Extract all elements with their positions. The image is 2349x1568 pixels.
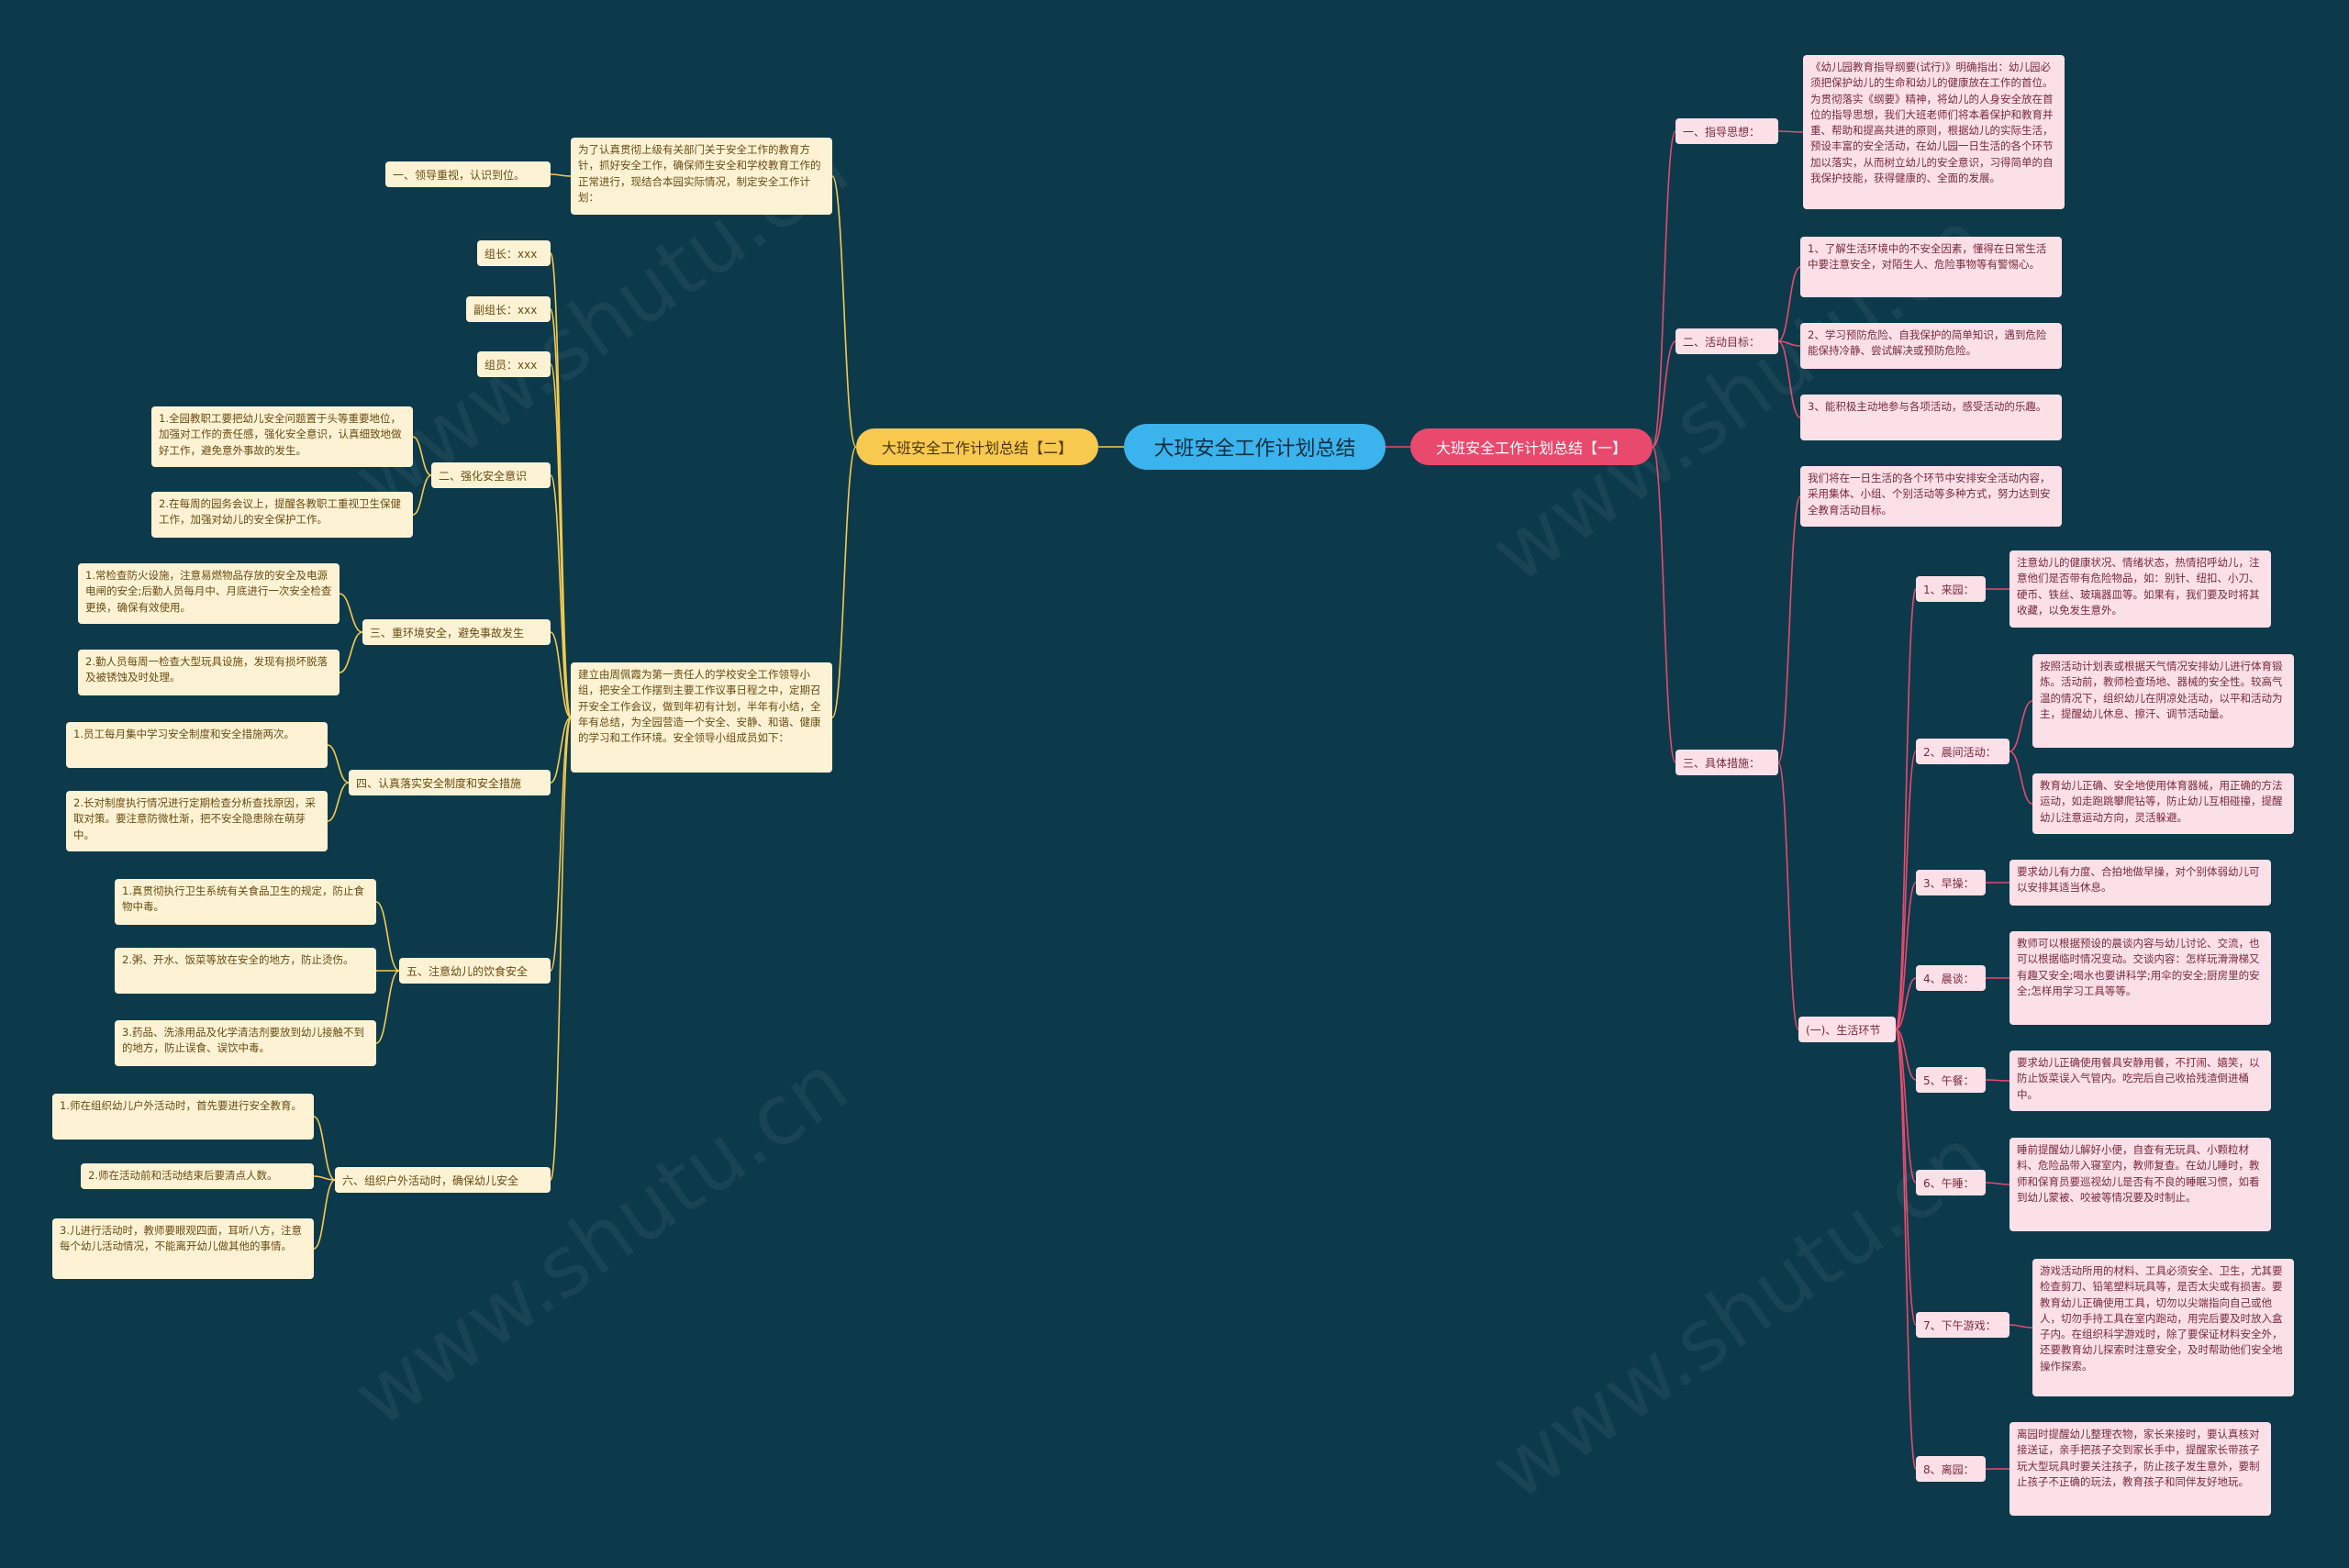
watermark: www.shutu.cn bbox=[336, 1035, 865, 1447]
section-5-label[interactable]: 五、注意幼儿的饮食安全 bbox=[399, 958, 551, 984]
connector-Ls4 bbox=[550, 717, 572, 784]
connector-Rl2 bbox=[1895, 751, 1917, 1030]
section-3-label[interactable]: 三、重环境安全，避免事故发生 bbox=[362, 619, 551, 645]
connector-Ls5c bbox=[375, 970, 400, 1044]
measures-intro[interactable]: 我们将在一日生活的各个环节中安排安全活动内容，采用集体、小组、个别活动等多种方式… bbox=[1800, 466, 2062, 527]
connector-Rl8 bbox=[1895, 1029, 1917, 1470]
connector-Rg3a bbox=[1777, 495, 1801, 763]
left-group-card[interactable]: 建立由周佩霞为第一责任人的学校安全工作领导小组，把安全工作摆到主要工作议事日程之… bbox=[571, 662, 832, 773]
guide-label[interactable]: 一、指导思想： bbox=[1675, 118, 1778, 144]
connector-Ls5 bbox=[550, 717, 572, 972]
connector-Ls5a bbox=[375, 901, 400, 972]
step-6-text[interactable]: 睡前提醒幼儿解好小便，自查有无玩具、小颗粒材料、危险品带入寝室内，教师复查。在幼… bbox=[2009, 1138, 2271, 1231]
connector-Rl6a bbox=[1985, 1182, 2010, 1185]
step-4-text[interactable]: 教师可以根据预设的晨谈内容与幼儿讨论、交流，也可以根据临时情况变动。交谈内容：怎… bbox=[2009, 931, 2271, 1025]
left-intro-card[interactable]: 为了认真贯彻上级有关部门关于安全工作的教育方针，抓好安全工作，确保师生安全和学校… bbox=[571, 138, 832, 215]
left-item-1-label[interactable]: 一、领导重视，认识到位。 bbox=[385, 161, 551, 187]
step-5-label[interactable]: 5、午餐： bbox=[1916, 1067, 1986, 1093]
connector-Ls6a bbox=[313, 1116, 336, 1181]
step-7-text[interactable]: 游戏活动所用的材料、工具必须安全、卫生，尤其要检查剪刀、铅笔塑料玩具等，是否太尖… bbox=[2032, 1259, 2294, 1396]
connector-Lgroup bbox=[831, 446, 857, 718]
step-4-label[interactable]: 4、晨谈： bbox=[1916, 965, 1986, 991]
section-2-item-1[interactable]: 1.全园教职工要把幼儿安全问题置于头等重要地位，加强对工作的责任感，强化安全意识… bbox=[151, 406, 413, 467]
connector-Ls2a bbox=[412, 436, 432, 476]
section-2-item-2[interactable]: 2.在每周的园务会议上，提醒各教职工重视卫生保健工作，加强对幼儿的安全保护工作。 bbox=[151, 492, 413, 538]
connector-Ls6b bbox=[313, 1175, 336, 1181]
step-2-text-1[interactable]: 按照活动计划表或根据天气情况安排幼儿进行体育锻炼。活动前，教师检查场地、器械的安… bbox=[2032, 654, 2294, 748]
measures-label[interactable]: 三、具体措施： bbox=[1675, 750, 1778, 775]
connector-Ls4b bbox=[327, 782, 350, 822]
connector-Rg2a bbox=[1777, 266, 1801, 342]
connector-Ls3 bbox=[550, 631, 572, 718]
connector-Rl1 bbox=[1895, 588, 1917, 1030]
connector-Lintro bbox=[831, 175, 857, 448]
branch-left-title[interactable]: 大班安全工作计划总结【二】 bbox=[856, 428, 1098, 465]
connector-Lmember bbox=[550, 363, 572, 718]
connector-Ls3b bbox=[339, 631, 363, 673]
connector-Ls2 bbox=[550, 474, 572, 718]
leader-label[interactable]: 组长：xxx bbox=[477, 240, 551, 266]
step-3-text[interactable]: 要求幼儿有力度、合拍地做早操，对个别体弱幼儿可以安排其适当休息。 bbox=[2009, 860, 2271, 906]
section-5-item-2[interactable]: 2.粥、开水、饭菜等放在安全的地方，防止烫伤。 bbox=[115, 948, 376, 994]
section-6-label[interactable]: 六、组织户外活动时，确保幼儿安全 bbox=[335, 1167, 551, 1193]
goal-1[interactable]: 1、了解生活环境中的不安全因素，懂得在日常生活中要注意安全，对陌生人、危险事物等… bbox=[1800, 237, 2062, 297]
section-5-item-3[interactable]: 3.药品、洗涤用品及化学清洁剂要放到幼儿接触不到的地方，防止误食、误饮中毒。 bbox=[115, 1020, 376, 1066]
connector-Lvice bbox=[550, 308, 572, 718]
section-4-label[interactable]: 四、认真落实安全制度和安全措施 bbox=[349, 770, 551, 795]
step-8-text[interactable]: 离园时提醒幼儿整理衣物，家长来接时，要认真核对接送证，亲手把孩子交到家长手中，提… bbox=[2009, 1422, 2271, 1516]
section-6-item-3[interactable]: 3.儿进行活动时，教师要眼观四面，耳听八方，注意每个幼儿活动情况，不能离开幼儿做… bbox=[52, 1218, 314, 1279]
connector-Ls6c bbox=[313, 1179, 336, 1250]
connector-Rl6 bbox=[1895, 1029, 1917, 1184]
section-4-item-2[interactable]: 2.长对制度执行情况进行定期检查分析查找原因，采取对策。要注意防微杜渐，把不安全… bbox=[66, 791, 328, 851]
section-6-item-1[interactable]: 1.师在组织幼儿户外活动时，首先要进行安全教育。 bbox=[52, 1094, 314, 1140]
connector-Rl2b bbox=[2009, 751, 2033, 805]
goal-3[interactable]: 3、能积极主动地参与各项活动，感受活动的乐趣。 bbox=[1800, 395, 2062, 440]
connector-Rl3 bbox=[1895, 882, 1917, 1030]
connector-Ls3a bbox=[339, 593, 363, 633]
step-5-text[interactable]: 要求幼儿正确使用餐具安静用餐，不打闹、嬉笑，以防止饭菜误入气管内。吃完后自己收拾… bbox=[2009, 1051, 2271, 1111]
connector-Rl5 bbox=[1895, 1029, 1917, 1081]
connector-Rg3 bbox=[1652, 446, 1676, 763]
step-6-label[interactable]: 6、午睡： bbox=[1916, 1170, 1986, 1195]
section-2-label[interactable]: 二、强化安全意识 bbox=[431, 462, 551, 488]
connector-Rl2a bbox=[2009, 700, 2033, 752]
vice-leader-label[interactable]: 副组长：xxx bbox=[466, 296, 551, 322]
step-3-label[interactable]: 3、早操： bbox=[1916, 870, 1986, 895]
goals-label[interactable]: 二、活动目标： bbox=[1675, 328, 1778, 354]
connector-Rl7 bbox=[1895, 1029, 1917, 1326]
connector-Rg1 bbox=[1652, 130, 1676, 448]
member-label[interactable]: 组员：xxx bbox=[477, 351, 551, 377]
connector-Rg2c bbox=[1777, 340, 1801, 418]
section-3-item-2[interactable]: 2.勤人员每周一检查大型玩具设施，发现有损坏脱落及被锈蚀及时处理。 bbox=[78, 650, 340, 695]
connector-Rg2 bbox=[1652, 340, 1676, 448]
section-3-item-1[interactable]: 1.常检查防火设施，注意易燃物品存放的安全及电源电闸的安全;后勤人员每月中、月底… bbox=[78, 563, 340, 624]
guide-text[interactable]: 《幼儿园教育指导纲要(试行)》明确指出：幼儿园必须把保护幼儿的生命和幼儿的健康放… bbox=[1803, 55, 2065, 209]
connector-Ls4a bbox=[327, 744, 350, 784]
connector-Rg2b bbox=[1777, 340, 1801, 347]
connector-Rg1a bbox=[1777, 130, 1804, 133]
connector-Ls2b bbox=[412, 474, 432, 516]
section-6-item-2[interactable]: 2.师在活动前和活动结束后要清点人数。 bbox=[81, 1163, 314, 1189]
connector-Litem1 bbox=[550, 173, 572, 177]
connector-Ls6 bbox=[550, 717, 572, 1181]
section-5-item-1[interactable]: 1.真贯彻执行卫生系统有关食品卫生的规定，防止食物中毒。 bbox=[115, 879, 376, 925]
step-8-label[interactable]: 8、离园： bbox=[1916, 1456, 1986, 1482]
step-2-text-2[interactable]: 教育幼儿正确、安全地使用体育器械，用正确的方法运动，如走跑跳攀爬钻等，防止幼儿互… bbox=[2032, 773, 2294, 834]
connector-Rl4 bbox=[1895, 977, 1917, 1030]
step-2-label[interactable]: 2、晨间活动： bbox=[1916, 739, 2009, 764]
connector-Rlife bbox=[1777, 762, 1799, 1030]
life-segment-label[interactable]: (一)、生活环节 bbox=[1798, 1017, 1896, 1042]
connector-Lleader bbox=[550, 252, 572, 718]
step-1-label[interactable]: 1、来园： bbox=[1916, 576, 1986, 602]
goal-2[interactable]: 2、学习预防危险、自我保护的简单知识，遇到危险能保持冷静、尝试解决或预防危险。 bbox=[1800, 323, 2062, 369]
step-7-label[interactable]: 7、下午游戏： bbox=[1916, 1312, 2009, 1338]
connector-Rl7a bbox=[2009, 1324, 2033, 1329]
root-node[interactable]: 大班安全工作计划总结 bbox=[1124, 424, 1386, 470]
connector-Rl5a bbox=[1985, 1079, 2010, 1082]
section-4-item-1[interactable]: 1.员工每月集中学习安全制度和安全措施两次。 bbox=[66, 722, 328, 768]
branch-right-title[interactable]: 大班安全工作计划总结【一】 bbox=[1410, 428, 1653, 465]
step-1-text[interactable]: 注意幼儿的健康状况、情绪状态，热情招呼幼儿，注意他们是否带有危险物品，如：别针、… bbox=[2009, 550, 2271, 628]
